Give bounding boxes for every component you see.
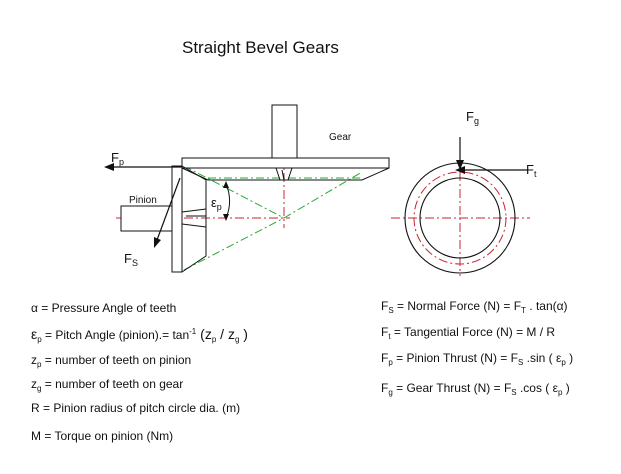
fs-arrowhead <box>154 237 161 248</box>
fs-label: FS <box>124 251 138 268</box>
pitch-cone-line-lower <box>183 217 285 271</box>
fg-arrowhead <box>456 160 464 170</box>
pitch-cone-line-upper <box>183 165 285 219</box>
pinion-label: Pinion <box>129 195 157 206</box>
legend-pitch-angle: εp = Pitch Angle (pinion).= tan-1 (zp / … <box>31 326 248 344</box>
fs-arrow-line <box>156 177 181 241</box>
ft-label: Ft <box>526 162 537 179</box>
legend-fg: Fg = Gear Thrust (N) = FS .cos ( εp ) <box>381 381 570 397</box>
legend-torque: M = Torque on pinion (Nm) <box>31 429 174 443</box>
gear-shaft <box>271 104 298 159</box>
ring-inner-circle <box>419 177 501 259</box>
pinion-hub-plate <box>171 165 183 273</box>
pinion-teeth-cone <box>181 165 207 273</box>
legend-fs: FS = Normal Force (N) = FT . tan(α) <box>381 299 568 315</box>
gear-hub-plate <box>181 157 390 169</box>
fg-label: Fg <box>466 109 479 126</box>
pitch-angle-label: εp <box>211 195 222 212</box>
diagram-title: Straight Bevel Gears <box>182 38 339 57</box>
legend-fp: Fp = Pinion Thrust (N) = FS .sin ( εp ) <box>381 351 574 367</box>
fp-arrowhead <box>104 163 114 171</box>
ft-arrowhead <box>455 166 465 174</box>
fp-label: Fp <box>111 150 124 167</box>
legend-radius: R = Pinion radius of pitch circle dia. (… <box>31 401 241 415</box>
legend-alpha: α = Pressure Angle of teeth <box>31 301 177 315</box>
legend-zp: zp = number of teeth on pinion <box>31 353 192 369</box>
legend-zg: zg = number of teeth on gear <box>31 377 184 393</box>
legend-ft: Ft = Tangential Force (N) = M / R <box>381 325 556 341</box>
pitch-cone-line-diagonal <box>283 171 363 219</box>
gear-label: Gear <box>329 132 352 143</box>
